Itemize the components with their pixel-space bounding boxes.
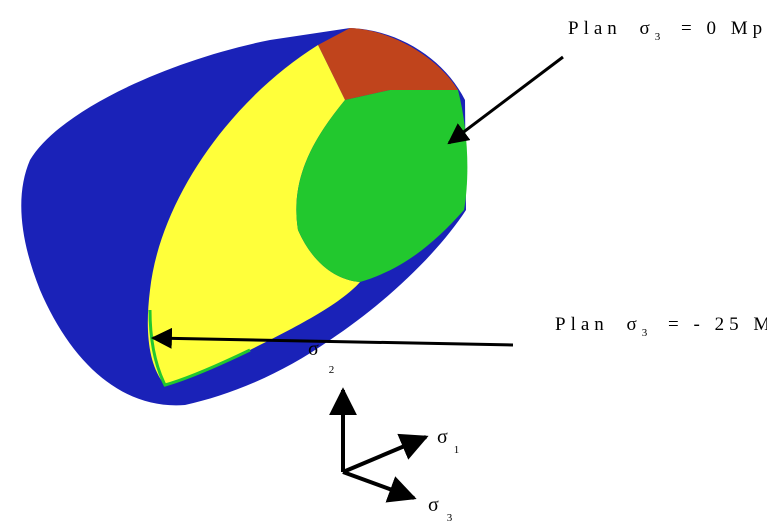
cap-face [318,28,458,100]
axes-triad: σ2 σ1 σ3 [308,338,459,522]
arrow-plane-minus25 [150,327,514,349]
axis-sigma1-arrow [342,433,429,474]
label-plane-minus25: Plan σ3 = - 25 Mpa [555,314,767,341]
axis-sigma3-arrow [342,470,417,503]
arrow-plane-zero [447,55,564,145]
label-plane-zero: Plan σ3 = 0 Mpa [568,18,767,45]
axis-sigma3-label: σ3 [428,494,453,522]
yield-surface [147,45,360,385]
axis-sigma1-label: σ1 [437,426,459,456]
axis-sigma2-label: σ2 [308,338,334,376]
plane-zero-face [296,90,468,282]
